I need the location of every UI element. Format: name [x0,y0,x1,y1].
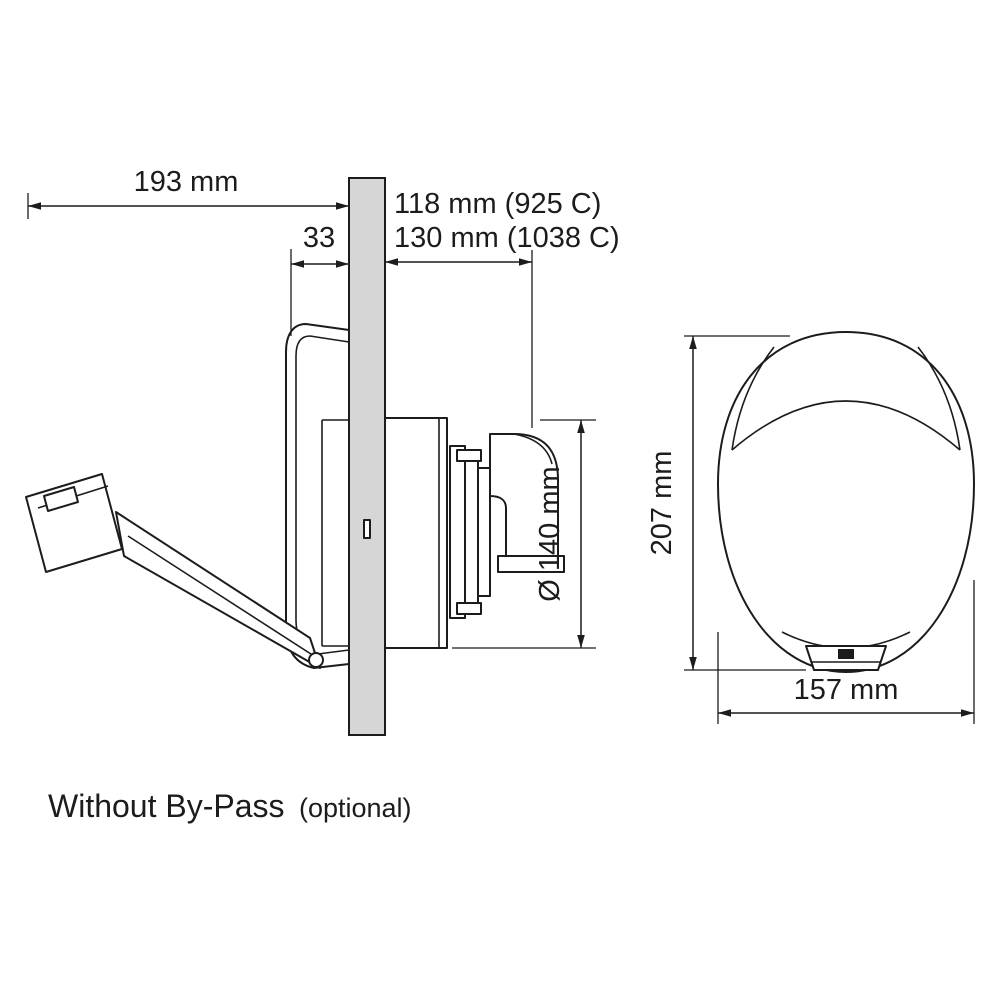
dim-depth-1038-label: 130 mm (1038 C) [394,222,620,254]
hood-seam-right [917,346,961,451]
dim-193: 193 mm [27,166,349,219]
mounting-panel [348,177,386,736]
caption-note: (optional) [299,793,412,823]
elbow-end-cap [497,555,565,573]
caption: Without By-Pass (optional) [48,788,412,824]
dim-33: 33 [290,222,349,336]
dim-207: 207 mm [646,335,806,671]
clamp-bolt-bottom [456,602,482,615]
hood-rim-arc [731,400,961,451]
dim-157-label: 157 mm [794,674,899,706]
outlet-elbow [489,433,559,557]
latch-slot [363,519,371,539]
dim-diameter-label: Ø 140 mm [534,466,566,601]
front-view: 207 mm 157 mm [646,331,975,724]
flange-plate-1 [449,445,466,619]
dim-depth-925-label: 118 mm (925 C) [394,188,601,220]
dim-depth: 118 mm (925 C) 130 mm (1038 C) [385,188,620,428]
caption-title: Without By-Pass [48,788,285,824]
brand-logo-icon [838,649,854,659]
clamp-bolt-top [456,449,482,462]
pump-body [384,417,448,649]
dim-193-label: 193 mm [134,166,239,198]
elbow-curve-line [513,433,553,465]
dim-207-label: 207 mm [646,451,678,556]
cover-blade [115,511,321,669]
front-outline [717,331,975,673]
flange-plate-2 [464,457,479,607]
hinge-knuckle [308,652,324,668]
through-hull-body [384,417,565,649]
dim-157: 157 mm [717,580,975,724]
hood-seam-left [731,346,775,451]
cover-handle-notch [43,486,79,512]
dim-33-label: 33 [303,222,335,254]
cover-blade-inner-line [127,535,315,657]
open-cover [25,473,324,669]
flange-plate-3 [477,467,491,597]
dim-diameter: Ø 140 mm [452,419,596,649]
side-view: 193 mm 33 118 mm (925 C) 130 mm (1038 C) [25,166,620,736]
